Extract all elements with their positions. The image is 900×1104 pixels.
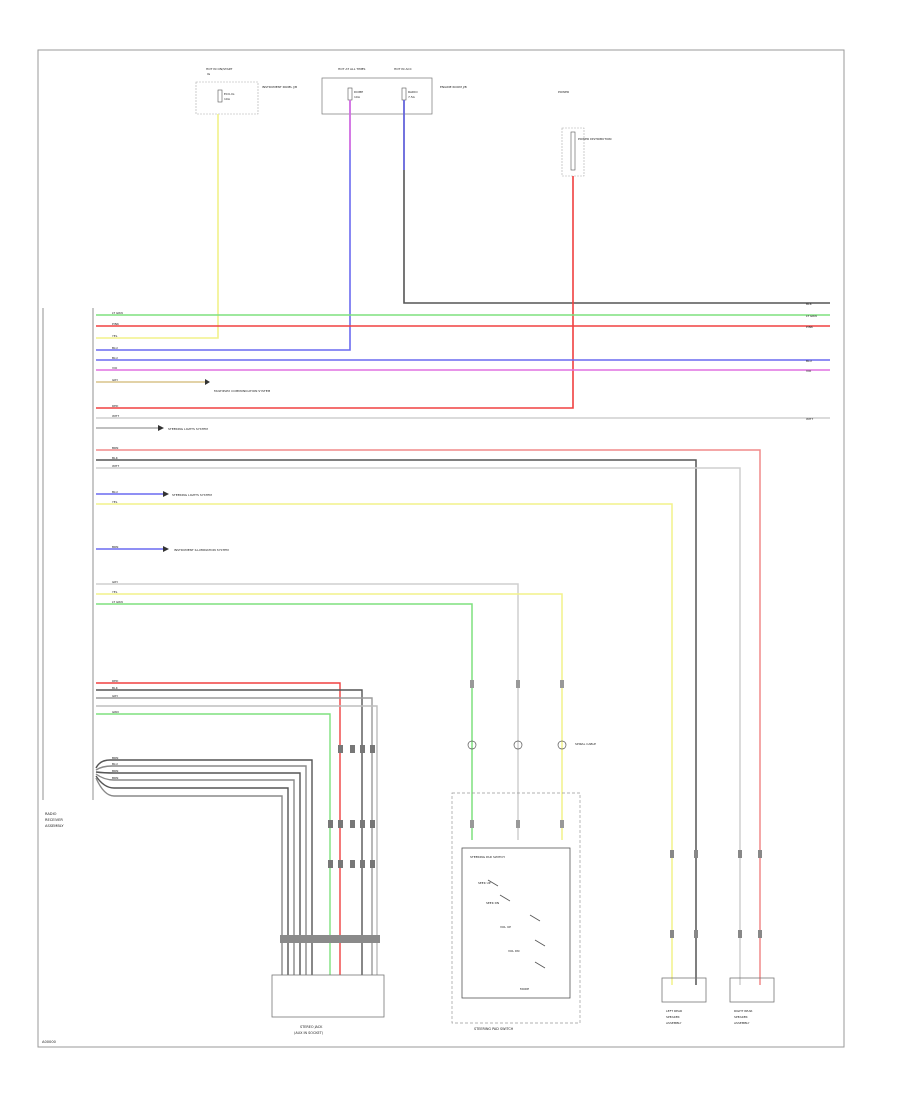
svg-text:WHT: WHT bbox=[806, 417, 813, 421]
svg-text:STEERING LIGHTS SYSTEM: STEERING LIGHTS SYSTEM bbox=[172, 493, 212, 497]
svg-text:SPEAKER: SPEAKER bbox=[734, 1015, 748, 1019]
svg-text:IG: IG bbox=[207, 72, 211, 76]
svg-text:BLK: BLK bbox=[806, 302, 813, 306]
speaker-connectors bbox=[670, 850, 762, 938]
steering-wires bbox=[96, 583, 563, 840]
svg-text:HOT AT ALL TIMES: HOT AT ALL TIMES bbox=[338, 67, 366, 71]
svg-text:ASSEMBLY: ASSEMBLY bbox=[666, 1021, 682, 1025]
wire-black-radio bbox=[403, 100, 830, 304]
svg-text:STEERING PAD SWITCH: STEERING PAD SWITCH bbox=[474, 1027, 514, 1031]
wire-red-power bbox=[96, 176, 574, 409]
svg-text:ECU-IG: ECU-IG bbox=[224, 92, 235, 96]
svg-text:BLU: BLU bbox=[806, 359, 812, 363]
svg-text:VOL DN: VOL DN bbox=[508, 949, 520, 953]
svg-text:HOT IN ON/START: HOT IN ON/START bbox=[206, 67, 233, 71]
svg-text:VIO: VIO bbox=[806, 369, 812, 373]
svg-text:YEL: YEL bbox=[112, 334, 118, 338]
svg-text:STEERING PAD SWITCH: STEERING PAD SWITCH bbox=[470, 855, 505, 859]
svg-text:WHT: WHT bbox=[112, 414, 119, 418]
steering-pad-switch: STEERING PAD SWITCH SEEK UP SEEK DN VOL … bbox=[451, 792, 581, 1031]
spiral-cable: SPIRAL CABLE bbox=[467, 680, 596, 828]
annotations: MULTIPLEX COMMUNICATION SYSTEM STEERING … bbox=[96, 379, 271, 552]
svg-text:POWER: POWER bbox=[558, 90, 569, 94]
svg-text:BRN: BRN bbox=[112, 769, 118, 773]
svg-text:BRN: BRN bbox=[112, 776, 118, 780]
svg-text:LT GRN: LT GRN bbox=[112, 600, 123, 604]
svg-text:10A: 10A bbox=[354, 95, 361, 99]
svg-text:SEEK DN: SEEK DN bbox=[486, 901, 499, 905]
svg-text:BLU: BLU bbox=[112, 356, 118, 360]
svg-text:10A: 10A bbox=[224, 97, 231, 101]
svg-text:(AUX IN SOCKET): (AUX IN SOCKET) bbox=[294, 1031, 324, 1035]
svg-text:MULTIPLEX COMMUNICATION SYSTEM: MULTIPLEX COMMUNICATION SYSTEM bbox=[214, 389, 271, 393]
pin-labels: LT GRN PINK YEL BLU BLU VIO GRY RED WHT … bbox=[112, 311, 123, 780]
svg-text:GRN: GRN bbox=[112, 710, 119, 714]
svg-text:LT GRN: LT GRN bbox=[112, 311, 123, 315]
svg-text:ASSEMBLY: ASSEMBLY bbox=[45, 824, 64, 828]
svg-text:BLU: BLU bbox=[112, 762, 118, 766]
svg-text:LT GRN: LT GRN bbox=[806, 314, 817, 318]
svg-text:RADIO: RADIO bbox=[45, 812, 57, 816]
left-rear-speaker: LEFT REAR SPEAKER ASSEMBLY bbox=[661, 977, 707, 1025]
svg-text:BLU: BLU bbox=[112, 346, 118, 350]
svg-text:ASSEMBLY: ASSEMBLY bbox=[734, 1021, 750, 1025]
svg-text:PINK: PINK bbox=[806, 325, 814, 329]
fuse-radio: HOT IN ACC RADIO 7.5A ENGINE ROOM J/B bbox=[394, 67, 467, 101]
svg-text:INSTRUMENT ILLUMINATION SYSTEM: INSTRUMENT ILLUMINATION SYSTEM bbox=[174, 548, 229, 552]
svg-text:RECEIVER: RECEIVER bbox=[45, 818, 63, 822]
svg-text:ENGINE ROOM J/B: ENGINE ROOM J/B bbox=[440, 85, 467, 89]
svg-text:WHT: WHT bbox=[112, 464, 119, 468]
fuse-ecu-ig: HOT IN ON/START IG ECU-IG 10A INSTRUMENT… bbox=[195, 67, 297, 115]
svg-text:BLK: BLK bbox=[112, 686, 119, 690]
svg-text:RADIO: RADIO bbox=[408, 90, 418, 94]
aux-wires bbox=[95, 682, 378, 975]
speaker-wires bbox=[96, 449, 761, 985]
harness-lines bbox=[96, 314, 830, 419]
svg-text:SEEK UP: SEEK UP bbox=[478, 881, 491, 885]
svg-text:HOT IN ACC: HOT IN ACC bbox=[394, 67, 412, 71]
svg-text:BRN: BRN bbox=[112, 545, 118, 549]
svg-text:BRN: BRN bbox=[112, 756, 118, 760]
svg-text:7.5A: 7.5A bbox=[408, 95, 416, 99]
svg-text:STEREO JACK: STEREO JACK bbox=[300, 1025, 323, 1029]
svg-text:LEFT REAR: LEFT REAR bbox=[666, 1009, 682, 1013]
svg-text:RED: RED bbox=[112, 404, 119, 408]
svg-text:INSTRUMENT PANEL J/B: INSTRUMENT PANEL J/B bbox=[262, 85, 297, 89]
svg-text:POWER DISTRIBUTION: POWER DISTRIBUTION bbox=[578, 137, 612, 141]
svg-text:VOL UP: VOL UP bbox=[500, 925, 511, 929]
svg-text:STEERING LIGHTS SYSTEM: STEERING LIGHTS SYSTEM bbox=[168, 427, 208, 431]
stereo-jack: STEREO JACK (AUX IN SOCKET) bbox=[271, 974, 385, 1035]
svg-text:BLU: BLU bbox=[112, 490, 118, 494]
svg-text:SPEAKER: SPEAKER bbox=[666, 1015, 680, 1019]
svg-text:DOME: DOME bbox=[354, 90, 363, 94]
svg-text:RIGHT REAR: RIGHT REAR bbox=[734, 1009, 752, 1013]
footer-code: A00000 bbox=[42, 1040, 57, 1044]
svg-text:MODE: MODE bbox=[520, 987, 529, 991]
power-distribution: POWER POWER DISTRIBUTION bbox=[558, 90, 612, 177]
svg-text:PINK: PINK bbox=[112, 322, 120, 326]
svg-text:GRY: GRY bbox=[112, 694, 118, 698]
aux-connectors bbox=[280, 745, 380, 943]
svg-text:SPIRAL CABLE: SPIRAL CABLE bbox=[575, 742, 596, 746]
svg-text:GRY: GRY bbox=[112, 580, 118, 584]
fuse-dome: HOT AT ALL TIMES DOME 10A bbox=[321, 67, 433, 115]
wire-blue-dome bbox=[96, 100, 351, 351]
svg-text:GRY: GRY bbox=[112, 378, 118, 382]
feed-wires bbox=[96, 100, 830, 409]
svg-text:YEL: YEL bbox=[112, 590, 118, 594]
svg-text:BRN: BRN bbox=[112, 446, 118, 450]
svg-text:BLK: BLK bbox=[112, 456, 119, 460]
right-edge-labels: BLK LT GRN PINK BLU VIO WHT bbox=[806, 302, 817, 421]
svg-text:YEL: YEL bbox=[112, 500, 118, 504]
wire-yellow-ignition bbox=[96, 114, 219, 339]
svg-text:VIO: VIO bbox=[112, 366, 118, 370]
diagram-frame bbox=[37, 49, 845, 1048]
left-component: RADIO RECEIVER ASSEMBLY bbox=[42, 308, 94, 828]
svg-text:RED: RED bbox=[112, 679, 119, 683]
right-rear-speaker: RIGHT REAR SPEAKER ASSEMBLY bbox=[729, 977, 775, 1025]
